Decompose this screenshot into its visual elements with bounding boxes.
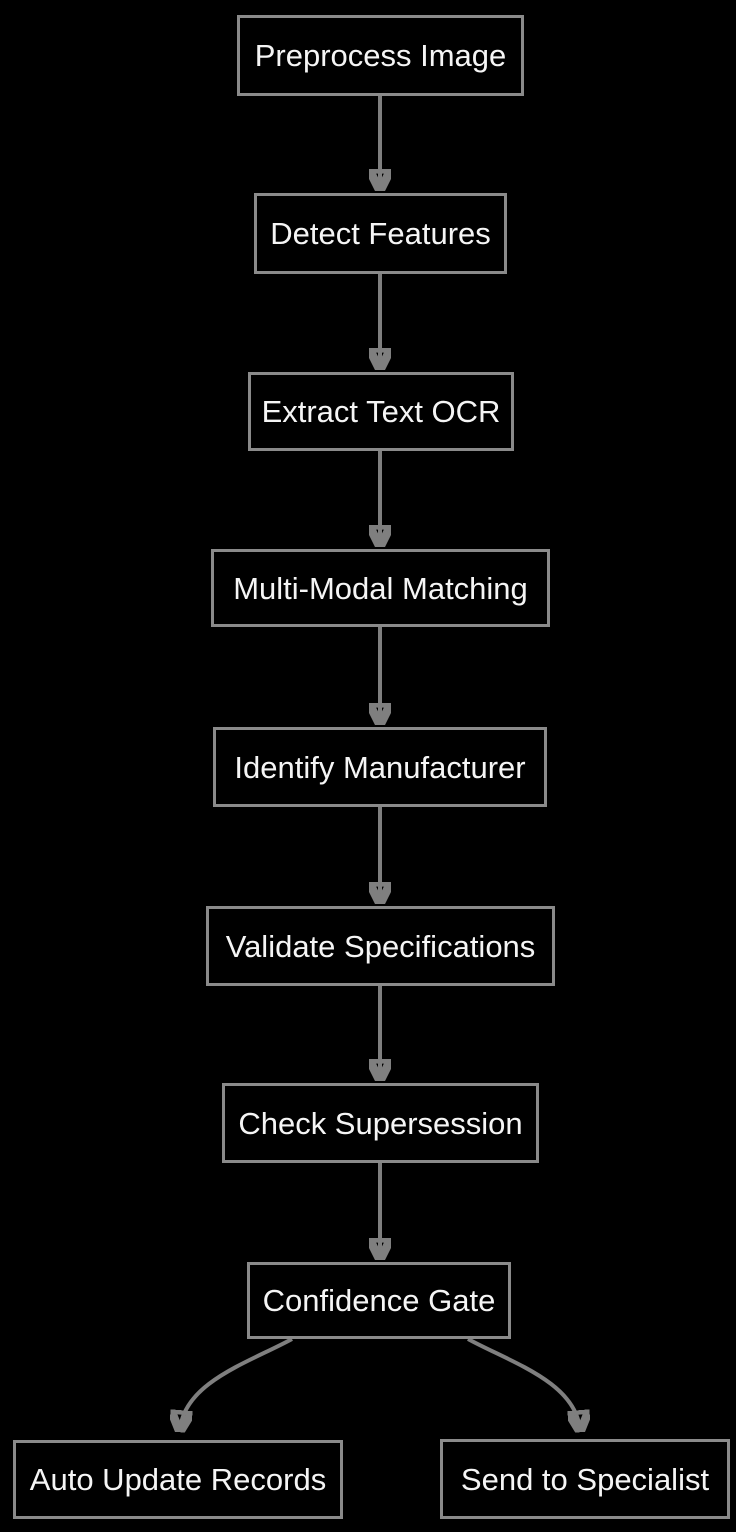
- node-auto-update-records: Auto Update Records: [13, 1440, 343, 1519]
- edge-confidence-to-specialist: [467, 1337, 580, 1430]
- node-validate-specifications: Validate Specifications: [206, 906, 555, 986]
- node-identify-manufacturer: Identify Manufacturer: [213, 727, 547, 807]
- node-detect-features: Detect Features: [254, 193, 507, 274]
- node-check-supersession: Check Supersession: [222, 1083, 539, 1163]
- node-confidence-gate: Confidence Gate: [247, 1262, 511, 1339]
- node-send-to-specialist: Send to Specialist: [440, 1439, 730, 1519]
- node-preprocess-image: Preprocess Image: [237, 15, 524, 96]
- node-multi-modal-matching: Multi-Modal Matching: [211, 549, 550, 627]
- edge-confidence-to-autoupdate: [180, 1337, 293, 1430]
- node-extract-text-ocr: Extract Text OCR: [248, 372, 514, 451]
